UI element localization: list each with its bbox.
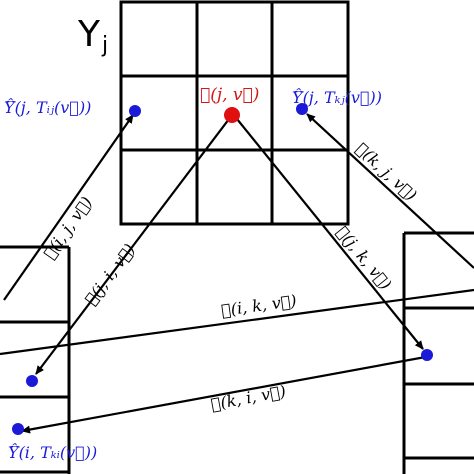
edge-i-j — [3, 114, 134, 301]
vertex-right — [296, 103, 308, 115]
vertex-left-label: Ŷ̅(j, Tᵢⱼ(v⃗)) — [4, 97, 91, 117]
vertex-center-label: 𝒱(j, v⃗) — [200, 85, 259, 105]
grid-title: Y — [77, 14, 101, 55]
vertex-bottom-left — [12, 423, 24, 435]
grid-yj — [119, 0, 350, 226]
edge-k-i-label: ℰ(k, i, v⃗) — [209, 382, 287, 414]
edge-i-k — [0, 288, 474, 356]
grid-title-subscript: j — [101, 33, 108, 58]
vertex-right-grid — [421, 349, 433, 361]
edge-j-i — [35, 118, 230, 375]
edges — [0, 113, 474, 434]
vertex-bottom-left-upper — [26, 375, 38, 387]
grid-left — [0, 245, 71, 474]
vertex-right-label: Ŷ̅(j, Tₖⱼ(v⃗)) — [292, 87, 382, 107]
edge-k-j-label: ℰ(k, j, v⃗) — [352, 139, 420, 205]
edge-k-j — [306, 113, 474, 269]
edge-k-i — [21, 354, 432, 434]
edge-j-k — [236, 118, 424, 350]
vertex-center — [224, 107, 240, 123]
grid-right — [402, 231, 474, 474]
edge-j-i-label: ℰ(j, i, v⃗) — [81, 240, 139, 308]
vertex-bottom-left-label: Ŷ̅(i, Tₖᵢ(v⃗)) — [8, 442, 97, 462]
edge-j-k-label: ℰ(j, k, v⃗) — [333, 223, 395, 294]
vertex-left — [129, 105, 141, 117]
